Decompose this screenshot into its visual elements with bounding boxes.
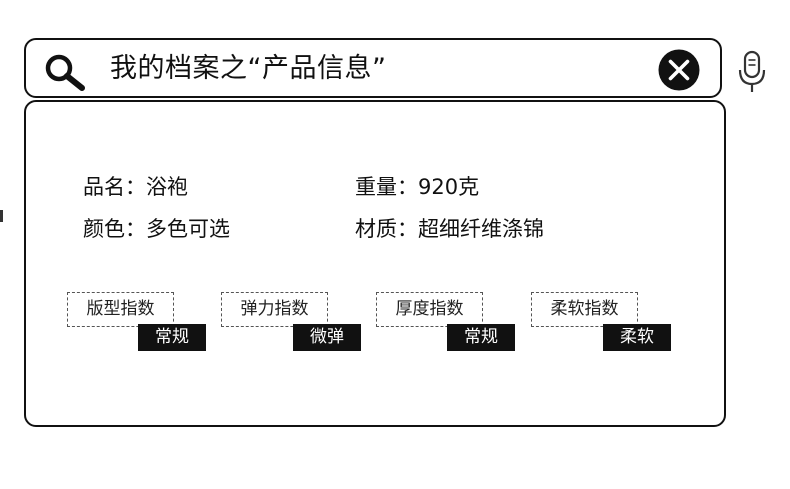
stretch-index-value: 微弹 xyxy=(293,324,361,351)
thickness-index-value: 常规 xyxy=(447,324,515,351)
product-weight-value: 920克 xyxy=(418,175,480,199)
product-material-label: 材质： xyxy=(355,217,418,241)
product-name-value: 浴袍 xyxy=(146,175,188,199)
fit-index-tag: 版型指数 xyxy=(67,292,174,327)
close-circle-icon[interactable] xyxy=(658,49,700,91)
product-weight-row: 重量：920克 xyxy=(355,174,479,200)
fit-index-label: 版型指数 xyxy=(86,299,155,319)
product-color-row: 颜色：多色可选 xyxy=(83,216,230,242)
product-name-label: 品名： xyxy=(83,175,146,199)
softness-index-value: 柔软 xyxy=(603,324,671,351)
product-color-label: 颜色： xyxy=(83,217,146,241)
softness-index-tag: 柔软指数 xyxy=(531,292,638,327)
softness-index-label: 柔软指数 xyxy=(550,299,619,319)
search-bar[interactable]: 我的档案之“产品信息” xyxy=(24,38,722,98)
stretch-index-label: 弹力指数 xyxy=(240,299,309,319)
stretch-index-tag: 弹力指数 xyxy=(221,292,328,327)
product-info-card: 品名：浴袍 重量：920克 颜色：多色可选 材质：超细纤维涤锦 版型指数 常规 … xyxy=(24,100,726,427)
product-color-value: 多色可选 xyxy=(146,217,230,241)
product-material-value: 超细纤维涤锦 xyxy=(418,217,544,241)
fit-index-value: 常规 xyxy=(138,324,206,351)
search-query[interactable]: 我的档案之“产品信息” xyxy=(110,53,387,84)
product-material-row: 材质：超细纤维涤锦 xyxy=(355,216,544,242)
search-icon xyxy=(45,54,85,91)
product-name-row: 品名：浴袍 xyxy=(83,174,188,200)
thickness-index-tag: 厚度指数 xyxy=(376,292,483,327)
thickness-index-label: 厚度指数 xyxy=(395,299,464,319)
microphone-icon[interactable] xyxy=(737,50,767,94)
product-weight-label: 重量： xyxy=(355,175,418,199)
edge-mark xyxy=(0,210,3,222)
